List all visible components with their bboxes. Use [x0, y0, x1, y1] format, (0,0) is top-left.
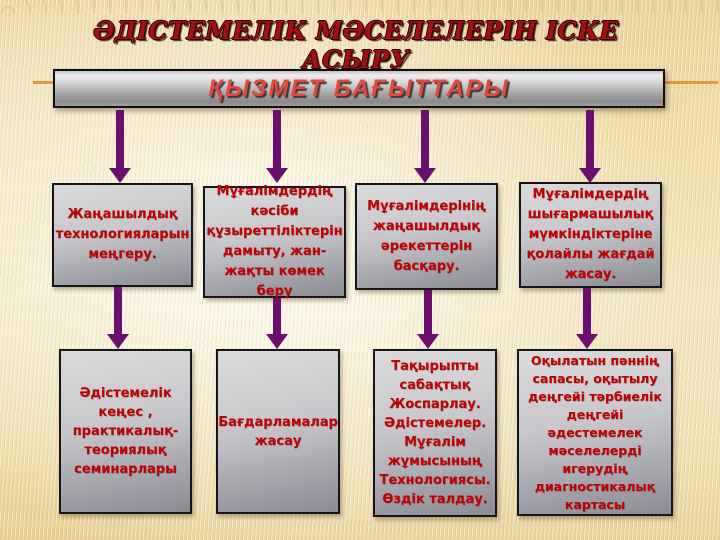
down-arrow-icon	[414, 110, 436, 183]
down-arrow-icon	[579, 110, 601, 183]
down-arrow-icon	[109, 110, 131, 183]
flow-box-row1-4: Мұғалімдердің шығармашылық мүмкіндіктері…	[519, 182, 662, 288]
flow-box-row1-3: Мұғалімдерінің жаңашылдық әрекеттерін ба…	[355, 183, 498, 290]
down-arrow-icon	[266, 110, 288, 183]
down-arrow-icon	[417, 290, 439, 349]
banner-box: ҚЫЗМЕТ БАҒЫТТАРЫ	[53, 69, 665, 108]
flow-box-row1-1: Жаңашылдық технологияларын меңгеру.	[52, 183, 193, 287]
flow-box-text: Мұғалімдердің шығармашылық мүмкіндіктері…	[526, 187, 655, 282]
flow-box-row1-2: Мұғалімдердің кәсіби құзыреттіліктерін д…	[203, 184, 346, 299]
flow-box-text: Мұғалімдердің кәсіби құзыреттіліктерін д…	[206, 184, 343, 299]
flow-box-text: Әдістемелік кеңес , практикалық-теориялы…	[72, 386, 179, 477]
flow-box-text: Тақырыпты сабақтық Жоспарлау. Әдістемеле…	[379, 359, 491, 507]
top-scallop-texture	[0, 0, 720, 13]
flow-box-row2-2: Бағдарламалар жасау	[216, 349, 340, 514]
banner-label: ҚЫЗМЕТ БАҒЫТТАРЫ	[208, 74, 510, 102]
down-arrow-icon	[266, 298, 288, 349]
flow-box-text: Оқылатын пәннің сапасы, оқытылу деңгейі …	[528, 352, 662, 512]
flow-box-row2-3: Тақырыпты сабақтық Жоспарлау. Әдістемеле…	[373, 349, 497, 517]
flow-box-text: Жаңашылдық технологияларын меңгеру.	[55, 207, 190, 262]
slide-title: ӘДІСТЕМЕЛІК МӘСЕЛЕЛЕРІН ІСКЕ АСЫРУ	[93, 16, 619, 74]
flow-box-row2-4: Оқылатын пәннің сапасы, оқытылу деңгейі …	[517, 349, 673, 516]
flow-box-text: Мұғалімдерінің жаңашылдық әрекеттерін ба…	[367, 198, 486, 274]
down-arrow-icon	[576, 288, 598, 349]
flow-box-text: Бағдарламалар жасау	[218, 414, 338, 449]
flow-box-row2-1: Әдістемелік кеңес , практикалық-теориялы…	[59, 349, 192, 514]
down-arrow-icon	[107, 287, 129, 349]
